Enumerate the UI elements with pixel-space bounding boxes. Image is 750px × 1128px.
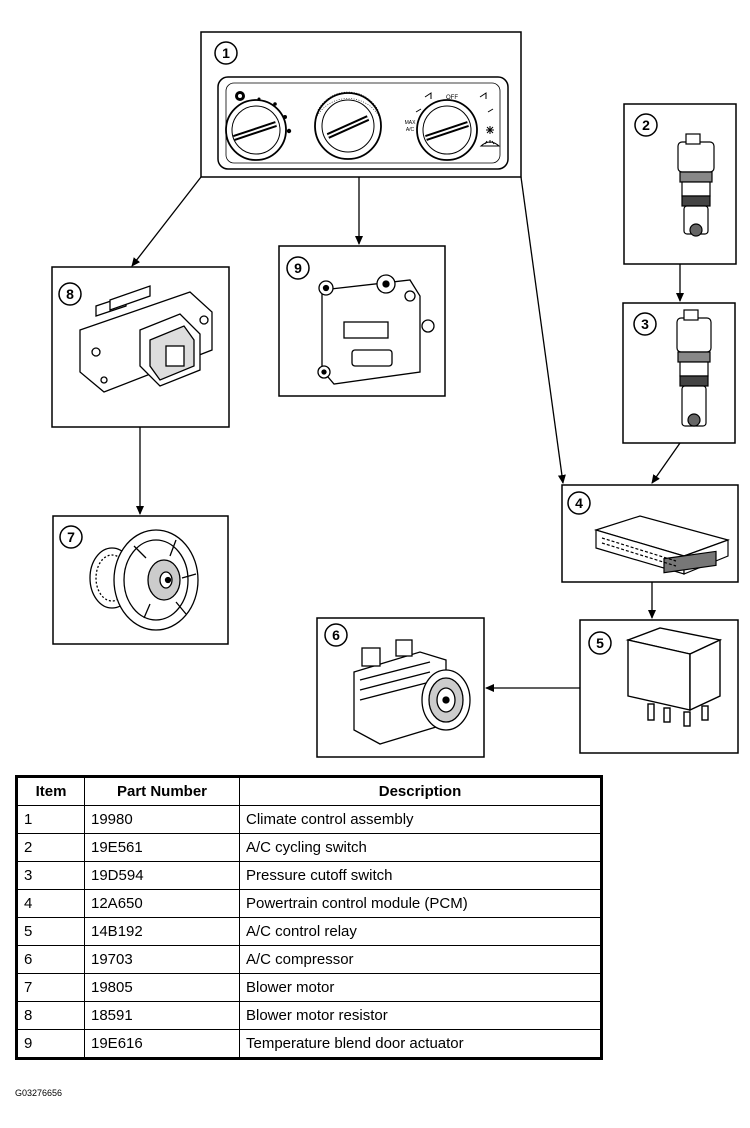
description-cell: A/C compressor <box>239 945 602 974</box>
callout-7: 7 <box>67 529 75 545</box>
max-ac-label-line2: A/C <box>406 127 415 133</box>
callout-1: 1 <box>222 45 230 61</box>
blower-resistor-illustration <box>79 285 213 393</box>
max-ac-label-line1: MAX <box>405 120 417 126</box>
callout-3: 3 <box>641 316 649 332</box>
actuator-illustration <box>317 274 435 385</box>
part-number-cell: 19703 <box>84 945 240 974</box>
relay-illustration <box>625 627 723 727</box>
ac-snowflake-icon <box>486 126 494 134</box>
description-cell: Powertrain control module (PCM) <box>239 889 602 918</box>
table-row: 6 19703 A/C compressor <box>16 945 602 974</box>
component-box-3-pressure-cutoff-switch: 3 <box>622 302 736 444</box>
description-cell: Pressure cutoff switch <box>239 861 602 890</box>
callout-6: 6 <box>332 627 340 643</box>
item-cell: 6 <box>16 945 85 974</box>
arrow-1-to-4 <box>520 176 566 484</box>
table-row: 5 14B192 A/C control relay <box>16 917 602 946</box>
climate-control-panel: OFF MAX A/C <box>217 76 509 170</box>
header-part-number: Part Number <box>84 776 240 806</box>
blower-motor-illustration <box>89 529 199 631</box>
item-cell: 4 <box>16 889 85 918</box>
arrow-1-to-8 <box>131 176 202 267</box>
table-row: 4 12A650 Powertrain control module (PCM) <box>16 889 602 918</box>
description-cell: A/C control relay <box>239 917 602 946</box>
defrost-icon <box>479 140 501 147</box>
item-cell: 9 <box>16 1029 85 1059</box>
description-cell: Blower motor resistor <box>239 1001 602 1030</box>
callout-9: 9 <box>294 260 302 276</box>
part-number-cell: 18591 <box>84 1001 240 1030</box>
header-description: Description <box>239 776 602 806</box>
table-row: 8 18591 Blower motor resistor <box>16 1001 602 1030</box>
component-box-5-ac-control-relay: 5 <box>579 619 739 754</box>
callout-4: 4 <box>575 495 583 511</box>
part-number-cell: 19E561 <box>84 833 240 862</box>
table-row: 1 19980 Climate control assembly <box>16 805 602 834</box>
part-number-cell: 19805 <box>84 973 240 1002</box>
component-box-2-ac-cycling-switch: 2 <box>623 103 737 265</box>
table-header-row: Item Part Number Description <box>16 776 602 806</box>
part-number-cell: 19D594 <box>84 861 240 890</box>
compressor-illustration <box>353 639 471 745</box>
part-number-cell: 12A650 <box>84 889 240 918</box>
description-cell: A/C cycling switch <box>239 833 602 862</box>
off-label: OFF <box>446 95 458 101</box>
table-row: 2 19E561 A/C cycling switch <box>16 833 602 862</box>
component-box-9-blend-door-actuator: 9 <box>278 245 446 397</box>
callout-2: 2 <box>642 117 650 133</box>
item-cell: 1 <box>16 805 85 834</box>
ac-cycling-switch-illustration <box>677 133 715 237</box>
wiring-component-diagram: 1 <box>51 31 739 758</box>
connection-arrows <box>131 176 684 692</box>
item-cell: 5 <box>16 917 85 946</box>
component-box-8-blower-motor-resistor: 8 <box>51 266 230 428</box>
figure-id: G03276656 <box>15 1088 63 1098</box>
part-number-cell: 19980 <box>84 805 240 834</box>
part-number-cell: 14B192 <box>84 917 240 946</box>
parts-table: Item Part Number Description 1 19980 Cli… <box>15 775 603 1060</box>
part-number-cell: 19E616 <box>84 1029 240 1059</box>
callout-8: 8 <box>66 286 74 302</box>
item-cell: 3 <box>16 861 85 890</box>
item-cell: 2 <box>16 833 85 862</box>
table-row: 9 19E616 Temperature blend door actuator <box>16 1029 602 1059</box>
pressure-cutoff-switch-illustration <box>676 309 712 427</box>
fan-icon <box>235 91 245 101</box>
vent-mode-icons <box>415 92 494 113</box>
component-box-4-pcm: 4 <box>561 484 739 583</box>
component-box-1-climate-control: 1 <box>200 31 522 178</box>
pcm-module-illustration <box>593 515 730 575</box>
callout-5: 5 <box>596 635 604 651</box>
component-box-6-ac-compressor: 6 <box>316 617 485 758</box>
table-row: 7 19805 Blower motor <box>16 973 602 1002</box>
table-row: 3 19D594 Pressure cutoff switch <box>16 861 602 890</box>
description-cell: Climate control assembly <box>239 805 602 834</box>
item-cell: 7 <box>16 973 85 1002</box>
header-item: Item <box>16 776 85 806</box>
component-box-7-blower-motor: 7 <box>52 515 229 645</box>
description-cell: Temperature blend door actuator <box>239 1029 602 1059</box>
arrow-3-to-4 <box>651 442 681 484</box>
description-cell: Blower motor <box>239 973 602 1002</box>
item-cell: 8 <box>16 1001 85 1030</box>
